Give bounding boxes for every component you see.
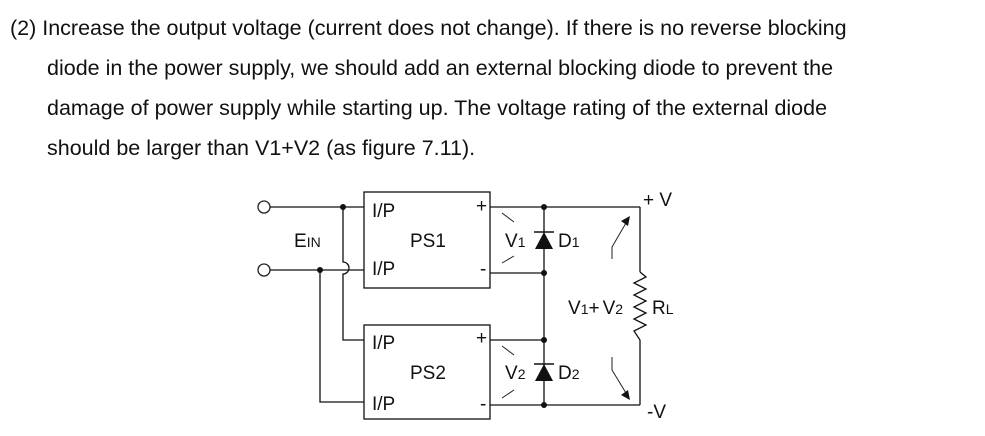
input-terminal-top (257, 200, 271, 214)
v2-label: V2 (505, 363, 526, 384)
ps2-plus-label: + (476, 328, 487, 349)
ps2-input-bottom-label: I/P (372, 394, 395, 415)
diode-d1-icon (534, 231, 554, 249)
output-arrow-down-icon (611, 357, 627, 394)
input-voltage-label: EIN (294, 231, 321, 252)
v1-label: V1 (505, 231, 526, 252)
ps1-input-top-label: I/P (372, 201, 395, 222)
paragraph-line-2: diode in the power supply, we should add… (47, 56, 834, 80)
total-voltage-label: V1+V2 (568, 298, 623, 319)
ps2-label: PS2 (410, 363, 446, 384)
diode-d2-label: D2 (558, 363, 580, 384)
ps2-box (363, 324, 491, 420)
ps1-label: PS1 (410, 231, 446, 252)
ps1-minus-label: - (480, 259, 486, 280)
paragraph-line-3: damage of power supply while starting up… (47, 96, 828, 120)
ps1-box (363, 191, 491, 289)
ps2-input-top-label: I/P (372, 333, 395, 354)
ps1-plus-label: + (476, 196, 487, 217)
load-resistor-icon (632, 271, 648, 341)
ps2-minus-label: - (480, 394, 486, 415)
paragraph-line-1: (2) Increase the output voltage (current… (10, 16, 847, 40)
ps1-input-bottom-label: I/P (372, 259, 395, 280)
v1-bracket (501, 212, 515, 264)
instruction-paragraph: (2) Increase the output voltage (current… (10, 8, 975, 168)
diode-d1-label: D1 (558, 231, 580, 252)
v2-bracket (501, 345, 515, 399)
output-arrow-up-head-icon (621, 216, 630, 226)
output-negative-label: -V (647, 402, 666, 423)
input-wiring (270, 204, 364, 403)
diode-d2-icon (534, 363, 554, 381)
paragraph-line-4: should be larger than V1+V2 (as figure 7… (47, 136, 476, 160)
load-resistor-label: RL (652, 298, 674, 319)
output-arrow-down-head-icon (621, 390, 630, 400)
output-arrow-up-icon (611, 222, 627, 259)
output-positive-label: + V (643, 190, 672, 211)
input-terminal-bottom (257, 263, 271, 277)
